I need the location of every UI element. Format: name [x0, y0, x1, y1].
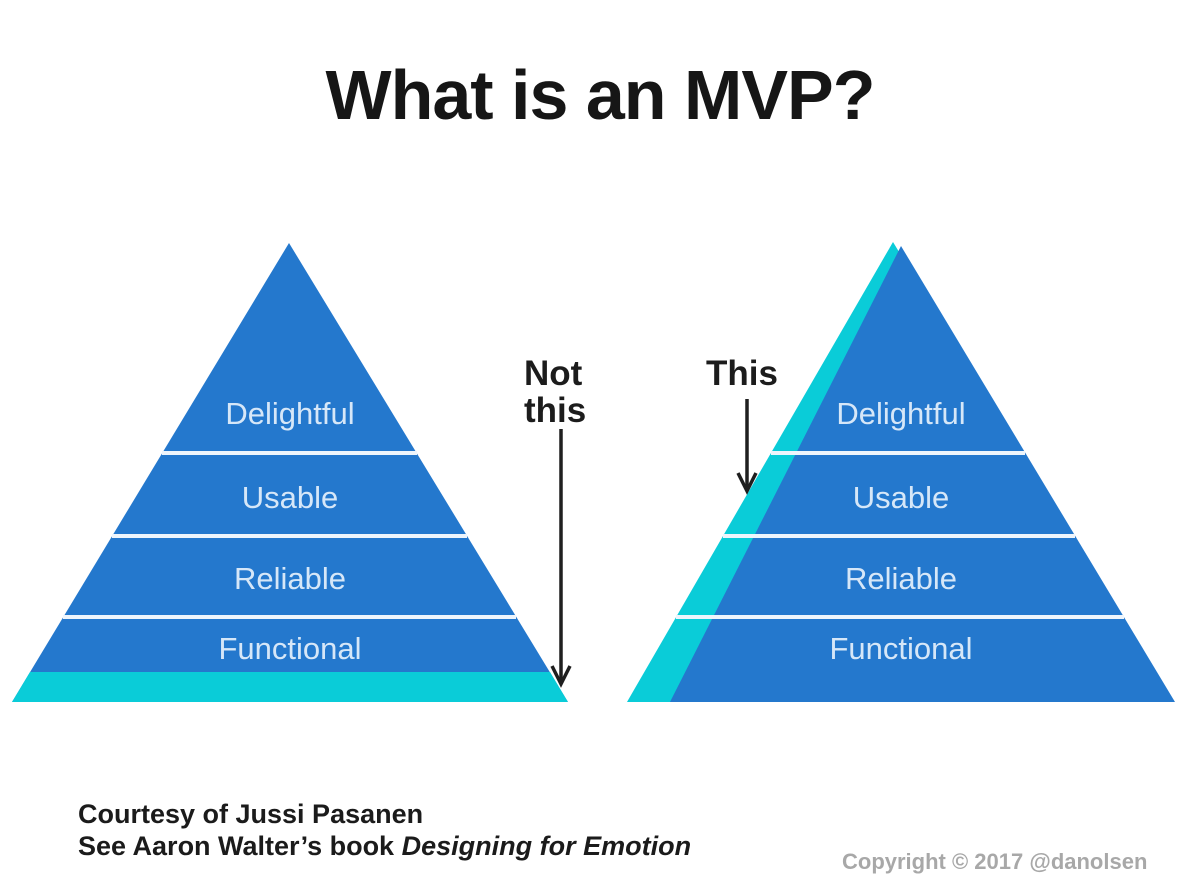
left-layer-label-reliable: Reliable: [234, 561, 346, 596]
this-arrow-head: [736, 472, 758, 495]
right-layer-label-reliable: Reliable: [845, 561, 957, 596]
right-layer-label-functional: Functional: [829, 631, 972, 666]
right-pyramid: Delightful Usable Reliable Functional: [627, 242, 1175, 702]
credit-line-1: Courtesy of Jussi Pasanen: [78, 799, 424, 829]
right-layer-label-usable: Usable: [853, 480, 950, 515]
page-title: What is an MVP?: [325, 56, 876, 134]
not-this-label: Not this: [524, 354, 587, 430]
credit-line-2: See Aaron Walter’s book Designing for Em…: [78, 830, 691, 862]
this-label: This: [706, 354, 778, 393]
right-layer-label-delightful: Delightful: [836, 396, 965, 431]
left-pyramid-mvp-strip: [12, 672, 568, 702]
right-pyramid-shape: [670, 246, 1175, 702]
left-layer-label-usable: Usable: [242, 480, 339, 515]
left-layer-label-functional: Functional: [218, 631, 361, 666]
left-layer-label-delightful: Delightful: [225, 396, 354, 431]
not-this-arrow-head: [550, 665, 572, 688]
not-this-arrow: [550, 429, 572, 688]
credit-line-2-text: See Aaron Walter’s book: [78, 831, 402, 861]
this-arrow: [736, 399, 758, 495]
left-pyramid: Delightful Usable Reliable Functional: [12, 243, 568, 702]
left-pyramid-shape: [12, 243, 568, 702]
credit-text: Courtesy of Jussi Pasanen See Aaron Walt…: [78, 798, 691, 862]
copyright-text: Copyright © 2017 @danolsen: [842, 849, 1148, 874]
book-title-text: Designing for Emotion: [401, 831, 692, 861]
